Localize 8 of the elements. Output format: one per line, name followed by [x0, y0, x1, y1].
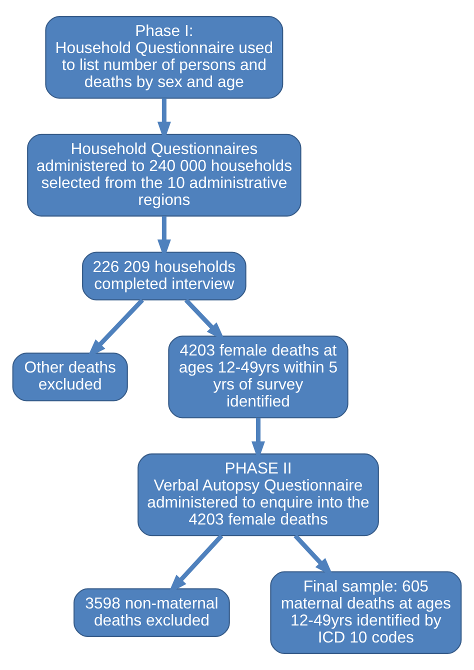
node-box: PHASE II Verbal Autopsy Questionnaire administered to enquire into the 4203 female deaths — [138, 453, 379, 536]
node-box: Other deaths excluded — [12, 352, 128, 402]
node-box: 3598 non-maternal deaths excluded — [74, 588, 230, 638]
node-box: Phase I: Household Questionnaire used to list number of persons and deaths by sex and age — [45, 16, 284, 99]
node-box: 4203 female deaths at ages 12-49yrs within 5 yrs of survey identified — [168, 336, 348, 418]
node-box: Household Questionnaires administered to 240 000 households selected from the 10 administrative regions — [27, 134, 302, 217]
node-box: Final sample: 605 maternal deaths at ages 12-49yrs identified by ICD 10 codes — [270, 571, 462, 654]
node-box: 226 209 households completed interview — [82, 252, 246, 300]
